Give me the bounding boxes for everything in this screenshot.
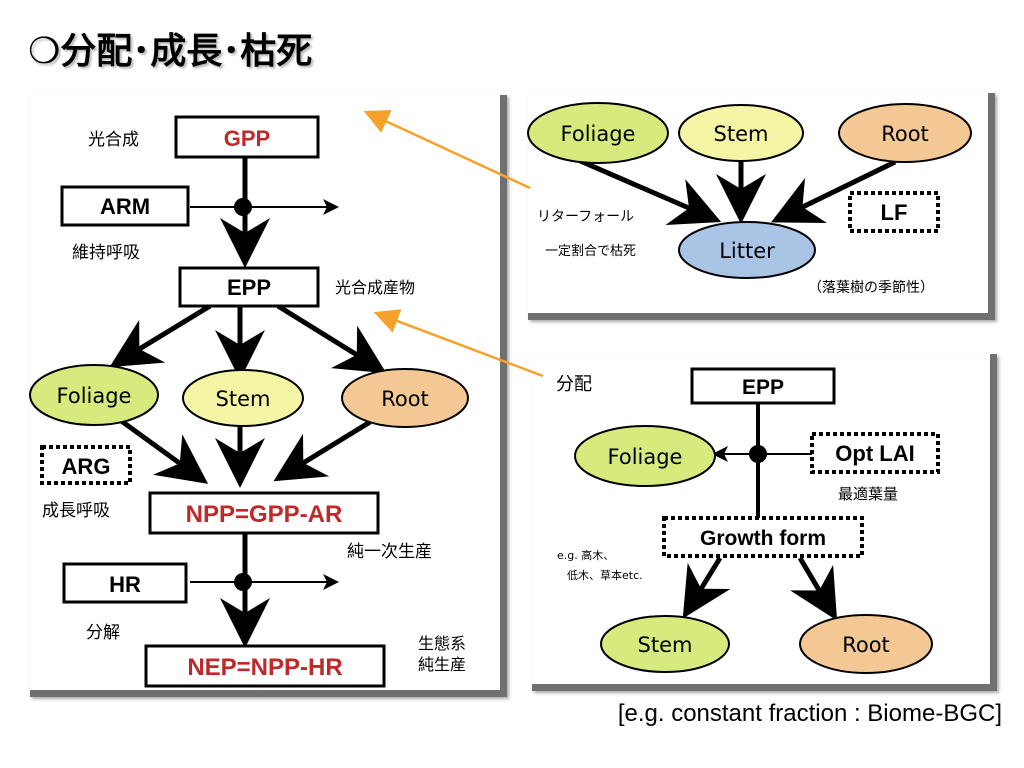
litterfall-label: リターフォール [537, 209, 634, 225]
epp-to-foliage-arrow [109, 303, 212, 368]
arm-junction [234, 198, 252, 216]
epp-box [178, 266, 320, 308]
br-epp-box [690, 367, 836, 405]
tr-foliage-node [527, 102, 669, 164]
epp-text: EPP [227, 275, 271, 300]
stem-text: Stem [216, 387, 271, 411]
foliage-to-litter-arrow [577, 157, 722, 226]
tr-stem-text: Stem [714, 122, 769, 146]
root-to-npp-arrow [273, 419, 372, 482]
stem-node [182, 369, 304, 427]
opt-lai-box [810, 432, 940, 474]
br-stem-node [600, 615, 730, 673]
eg-label-line1: e.g. 高木、 [557, 548, 614, 562]
litterfall-flow: Foliage Stem Root Litter LF リターフォール 一定割合… [527, 102, 972, 296]
litter-text: Litter [719, 239, 775, 263]
root-text: Root [381, 387, 429, 411]
npp-label: 純一次生産 [347, 542, 432, 562]
allocation-junction [749, 445, 767, 463]
nep-text: NEP=NPP-HR [187, 654, 342, 681]
br-foliage-node [574, 425, 716, 487]
arm-text: ARM [100, 194, 150, 219]
br-stem-text: Stem [638, 633, 693, 657]
foliage-text: Foliage [57, 384, 132, 408]
epp-to-root-arrow [276, 303, 387, 374]
orange-arrow-mid [373, 309, 544, 378]
tr-root-node [838, 103, 972, 163]
hr-box [62, 562, 188, 604]
left-flow: GPP 光合成 ARM 維持呼吸 EPP 光合成産物 Foliage Stem … [29, 115, 469, 688]
growth-form-box [662, 516, 864, 558]
growth-form-text: Growth form [700, 527, 826, 550]
tr-root-text: Root [881, 122, 929, 146]
allocation-label: 分配 [556, 374, 592, 395]
deciduous-label: （落葉樹の季節性） [808, 279, 934, 296]
br-root-node [799, 614, 933, 674]
nep-label-line2: 純生産 [418, 655, 466, 674]
br-foliage-text: Foliage [608, 445, 683, 469]
foliage-to-npp-arrow [118, 417, 209, 484]
arm-box [60, 185, 190, 227]
hr-junction [234, 573, 252, 591]
model-caption: [e.g. constant fraction : Biome-BGC] [617, 700, 1002, 727]
maintenance-resp-label: 維持呼吸 [72, 243, 140, 263]
br-root-text: Root [842, 633, 890, 657]
npp-text: NPP=GPP-AR [186, 501, 343, 528]
foliage-node [29, 364, 159, 426]
opt-lai-text: Opt LAI [835, 441, 914, 466]
nep-box [144, 644, 386, 688]
orange-arrow-top [363, 110, 531, 190]
gpp-text: GPP [224, 126, 270, 151]
arg-text: ARG [62, 454, 111, 479]
photoproduct-label: 光合成産物 [335, 278, 415, 297]
opt-lai-label: 最適葉量 [838, 485, 898, 503]
tr-foliage-text: Foliage [561, 122, 636, 146]
growthform-to-root-arrow [790, 556, 838, 621]
slide-title: ❍分配･成長･枯死 [28, 31, 313, 72]
decomposition-label: 分解 [86, 623, 120, 643]
tr-stem-node [678, 104, 804, 162]
nep-label-line1: 生態系 [418, 634, 466, 653]
eg-label-line2: 低木、草本etc. [567, 568, 643, 582]
lf-text: LF [881, 200, 908, 225]
gpp-box [174, 115, 320, 159]
fixed-rate-label: 一定割合で枯死 [545, 243, 636, 259]
npp-box [148, 491, 380, 535]
lf-box [848, 191, 940, 233]
hr-text: HR [109, 572, 141, 597]
photosynthesis-label: 光合成 [88, 130, 139, 150]
allocation-flow: EPP Foliage Opt LAI 最適葉量 Growth form e.g… [557, 367, 940, 674]
litter-node [678, 221, 816, 279]
growthform-to-stem-arrow [682, 556, 731, 619]
arg-box [40, 445, 132, 485]
br-epp-text: EPP [742, 376, 784, 399]
root-node [341, 368, 469, 428]
root-to-litter-arrow [771, 159, 897, 223]
growth-resp-label: 成長呼吸 [42, 501, 110, 521]
